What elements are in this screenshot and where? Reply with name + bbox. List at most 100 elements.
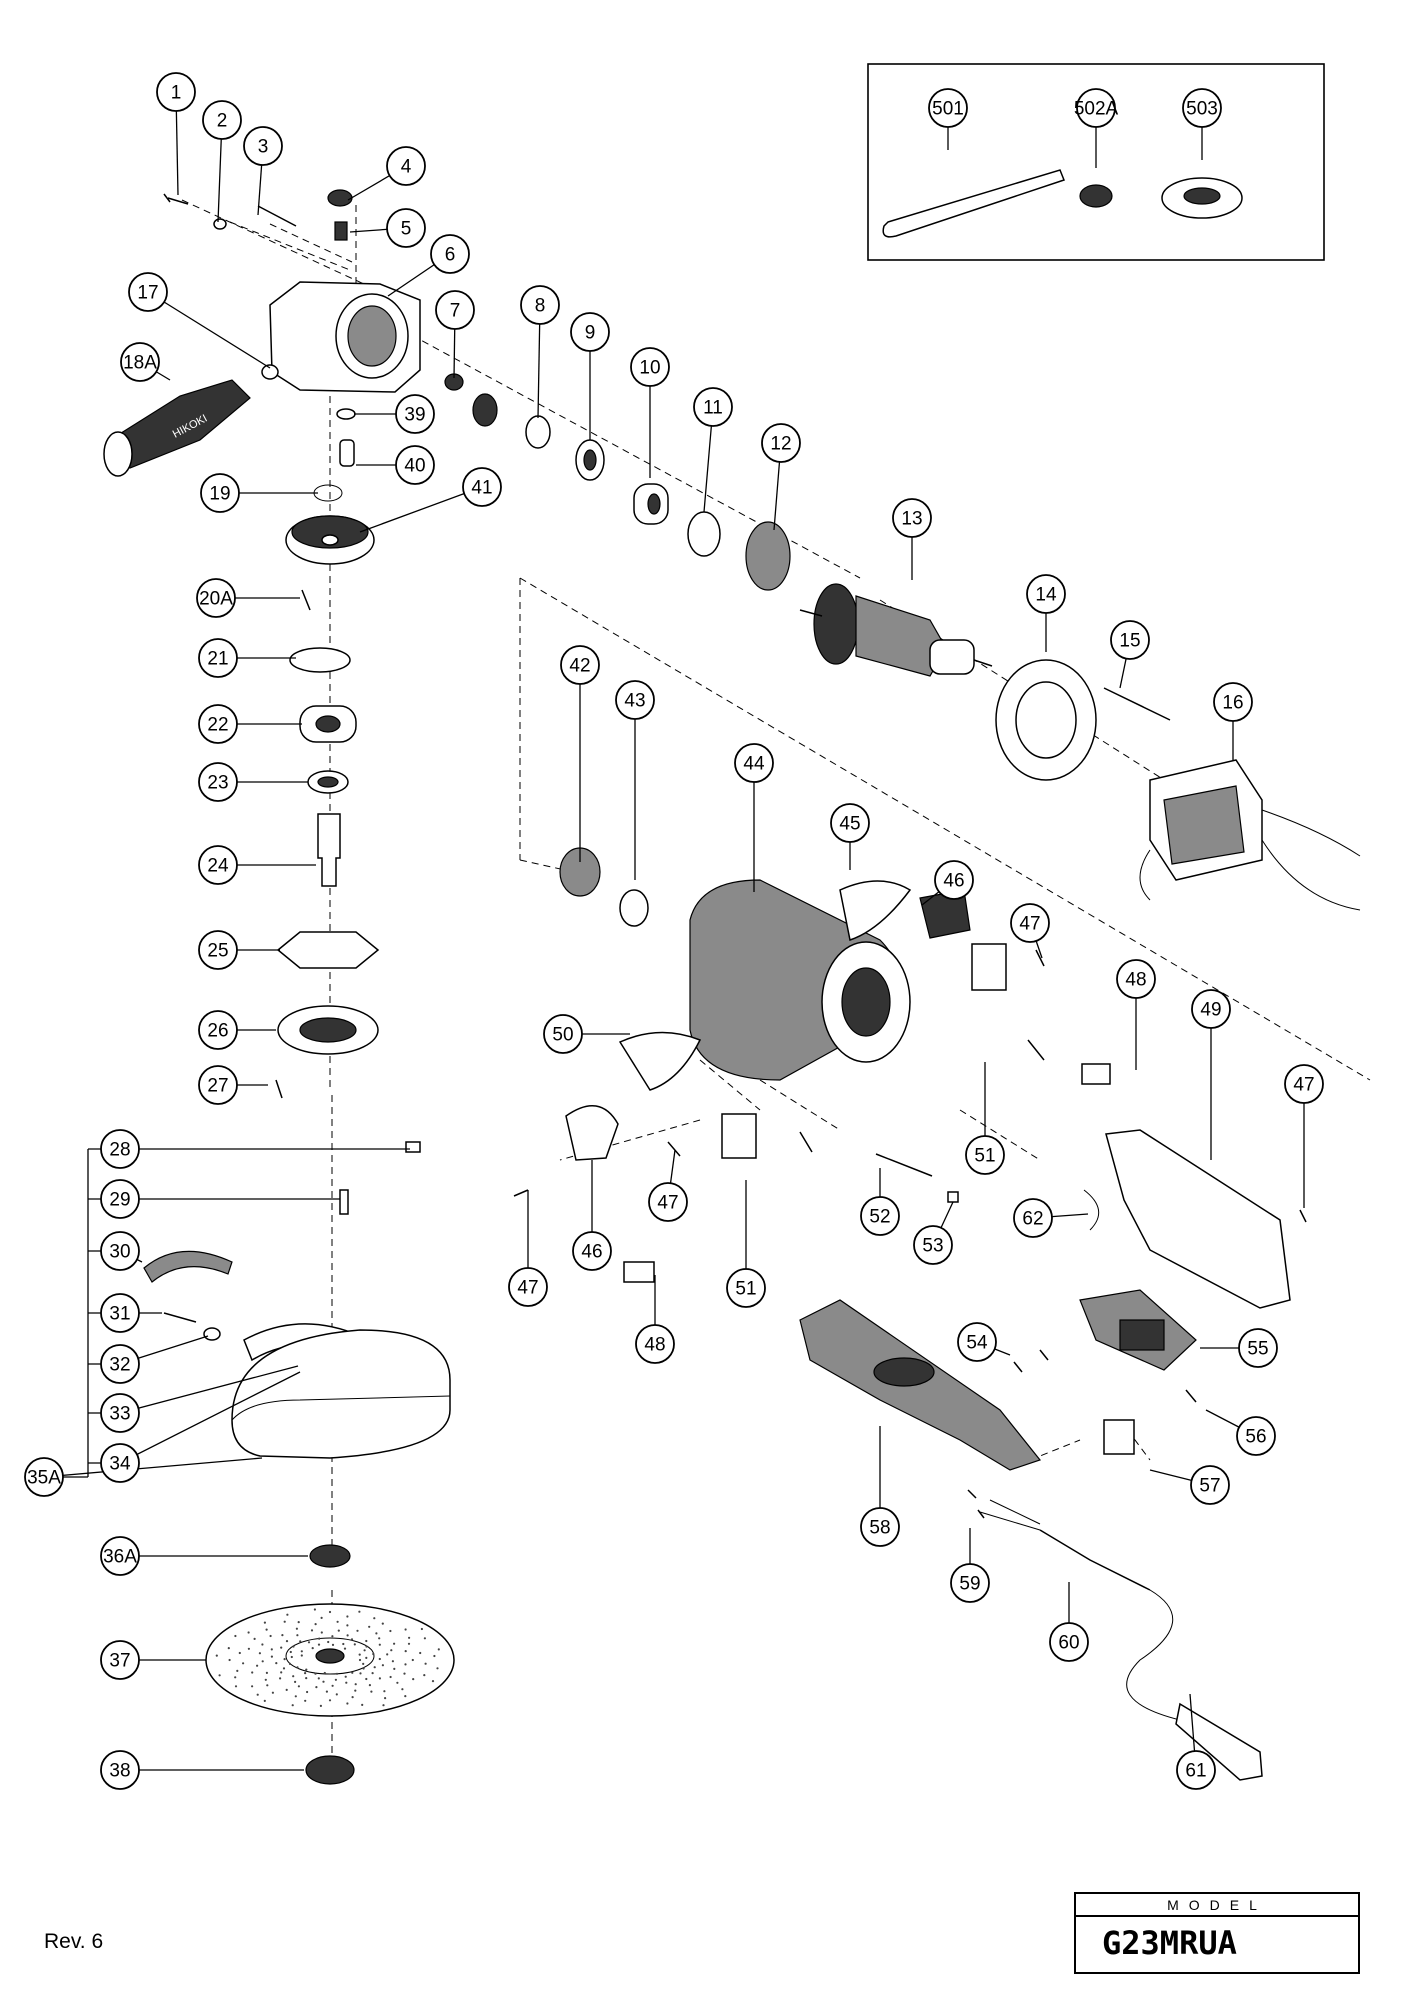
callout-circle — [128, 272, 168, 312]
callout-number: 60 — [1058, 1633, 1079, 1654]
wheel-nut-38 — [305, 1755, 355, 1785]
accessory-box — [867, 63, 1325, 261]
texture-dot — [396, 1681, 399, 1684]
callout-10: 10 — [630, 347, 670, 387]
texture-dot — [334, 1678, 337, 1681]
dash-line — [379, 317, 861, 579]
texture-dot — [285, 1640, 289, 1643]
texture-dot — [436, 1667, 439, 1670]
callout-number: 62 — [1022, 1209, 1043, 1230]
texture-dot — [437, 1648, 440, 1651]
pinion-gear — [472, 393, 498, 427]
callout-circle — [395, 394, 435, 434]
callout-number: 46 — [581, 1242, 602, 1263]
texture-dot — [292, 1675, 295, 1678]
texture-dot — [378, 1643, 381, 1646]
texture-dot — [320, 1616, 323, 1619]
screw — [163, 193, 189, 205]
callout-number: 23 — [207, 773, 228, 794]
texture-dot — [331, 1684, 334, 1687]
callout-34: 34 — [100, 1443, 140, 1483]
texture-dot — [281, 1634, 284, 1637]
callout-number: 20A — [199, 589, 233, 610]
texture-dot — [358, 1653, 361, 1656]
callout-circle — [630, 347, 670, 387]
dash-line — [229, 221, 351, 271]
accessory-callout-501: 501 — [928, 88, 968, 128]
texture-dot — [283, 1658, 286, 1661]
group-bracket — [63, 1148, 101, 1478]
callout-44: 44 — [734, 743, 774, 783]
texture-dot — [238, 1651, 241, 1655]
callout-circle — [928, 88, 968, 128]
callout-31: 31 — [100, 1293, 140, 1333]
callout-circle — [1010, 903, 1050, 943]
texture-dot — [412, 1678, 415, 1681]
texture-dot — [258, 1652, 261, 1655]
callout-number: 34 — [109, 1454, 131, 1475]
callout-55: 55 — [1238, 1328, 1278, 1368]
texture-dot — [393, 1667, 396, 1670]
cord-armor-60 — [1039, 1529, 1151, 1591]
texture-dot — [289, 1650, 292, 1654]
callout-45: 45 — [830, 803, 870, 843]
texture-dot — [383, 1690, 386, 1693]
washer-8 — [525, 415, 551, 449]
callout-6: 6 — [430, 234, 470, 274]
texture-dot — [317, 1677, 320, 1680]
plate-21 — [289, 647, 351, 673]
callout-number: 21 — [207, 649, 228, 670]
stator-wires — [1139, 809, 1361, 911]
texture-dot — [294, 1680, 297, 1683]
texture-dot — [314, 1672, 317, 1675]
texture-dot — [307, 1641, 311, 1644]
callout-number: 5 — [401, 219, 412, 240]
ring-9-hole — [583, 449, 597, 471]
callout-47a: 47 — [1010, 903, 1050, 943]
screw-31 — [163, 1312, 197, 1323]
callout-circle — [1191, 989, 1231, 1029]
callout-number: 47 — [1019, 914, 1040, 935]
texture-dot — [305, 1668, 308, 1671]
callout-number: 47 — [657, 1193, 678, 1214]
texture-dot — [264, 1678, 267, 1681]
texture-dot — [378, 1677, 381, 1680]
texture-dot — [390, 1649, 393, 1652]
texture-dot — [365, 1656, 368, 1659]
texture-dot — [358, 1610, 361, 1613]
texture-dot — [368, 1625, 371, 1628]
callout-circle — [830, 803, 870, 843]
texture-dot — [346, 1615, 349, 1618]
leader-line — [119, 1365, 299, 1414]
texture-dot — [227, 1647, 230, 1650]
dash-line — [269, 223, 353, 263]
texture-dot — [424, 1662, 427, 1665]
texture-dot — [236, 1669, 239, 1672]
texture-dot — [373, 1666, 376, 1669]
callout-circle — [934, 860, 974, 900]
texture-dot — [431, 1680, 435, 1683]
callout-38: 38 — [100, 1750, 140, 1790]
callout-number: 2 — [217, 111, 228, 132]
callout-number: 58 — [869, 1518, 890, 1539]
callout-circle — [572, 1231, 612, 1271]
callout-circle — [198, 845, 238, 885]
callout-22: 22 — [198, 704, 238, 744]
texture-dot — [291, 1704, 294, 1707]
texture-dot — [218, 1674, 221, 1677]
callout-7: 7 — [435, 290, 475, 330]
callout-number: 28 — [109, 1140, 130, 1161]
callout-1: 1 — [156, 72, 196, 112]
callout-32: 32 — [100, 1344, 140, 1384]
texture-dot — [290, 1655, 293, 1659]
callout-3: 3 — [243, 126, 283, 166]
texture-dot — [350, 1638, 354, 1641]
callout-12: 12 — [761, 423, 801, 463]
callout-circle — [1190, 1465, 1230, 1505]
cover-50 — [618, 1031, 702, 1091]
callout-number: 8 — [535, 296, 546, 317]
texture-dot — [296, 1634, 299, 1637]
callout-number: 42 — [569, 656, 590, 677]
callout-11: 11 — [693, 387, 733, 427]
